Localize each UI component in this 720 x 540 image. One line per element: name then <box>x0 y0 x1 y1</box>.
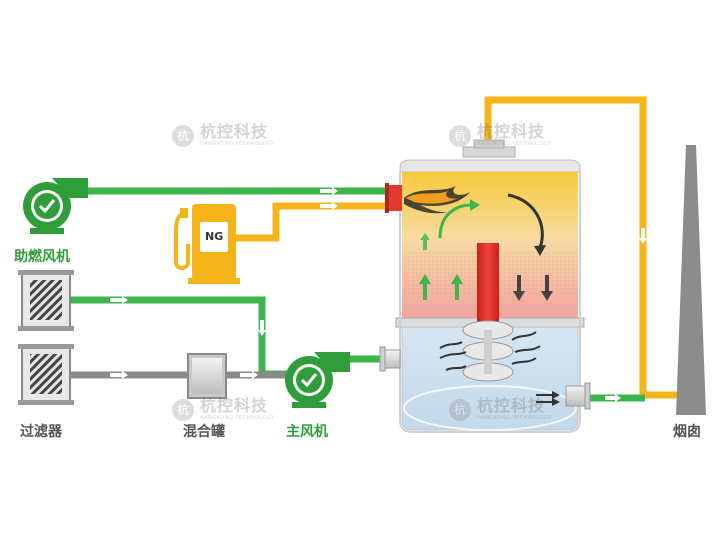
mixing-tank-label: 混合罐 <box>183 424 225 440</box>
watermark-text: 杭控科技 <box>477 396 546 415</box>
chimney <box>676 145 706 415</box>
combustion-fan-icon <box>23 178 88 234</box>
ng-label: NG <box>205 230 224 243</box>
watermark-subtext: HANGKONG TECHNOLOGY <box>477 415 552 421</box>
circulation-arrow-green <box>438 203 473 239</box>
watermark-subtext: HANGKONG TECHNOLOGY <box>200 141 275 147</box>
watermark-text: 杭控科技 <box>200 396 269 415</box>
filter-lower-icon <box>18 344 74 405</box>
combustion-fan-label: 助燃风机 <box>14 249 70 265</box>
watermark-logo-icon: 杭 <box>449 124 471 147</box>
chimney-label: 烟囱 <box>673 424 701 440</box>
circulation-arrow-dark <box>507 193 544 249</box>
gas-pipe <box>234 202 388 242</box>
pipe-flow-arrows <box>110 187 647 402</box>
filter-upper-icon <box>18 270 74 331</box>
watermark-text: 杭控科技 <box>477 122 546 141</box>
filter-label: 过滤器 <box>20 424 62 440</box>
watermark-logo-icon: 杭 <box>172 124 194 147</box>
gas-dispenser-icon <box>174 204 240 284</box>
watermark-logo-icon: 杭 <box>449 398 471 421</box>
reactor <box>379 139 591 433</box>
exhaust-pipe <box>484 96 690 399</box>
updraft-arrows <box>419 233 463 300</box>
watermark-logo-icon: 杭 <box>172 398 194 421</box>
downdraft-arrows <box>513 275 553 301</box>
watermark-text: 杭控科技 <box>200 122 269 141</box>
swirl-airflow <box>439 331 552 403</box>
mixing-tank-icon <box>187 353 227 399</box>
main-fan-label: 主风机 <box>286 424 328 440</box>
fresh-air-pipe <box>68 296 292 378</box>
watermark-subtext: HANGKONG TECHNOLOGY <box>477 141 552 147</box>
watermark-subtext: HANGKONG TECHNOLOGY <box>200 415 275 421</box>
main-fan-icon <box>285 352 350 408</box>
